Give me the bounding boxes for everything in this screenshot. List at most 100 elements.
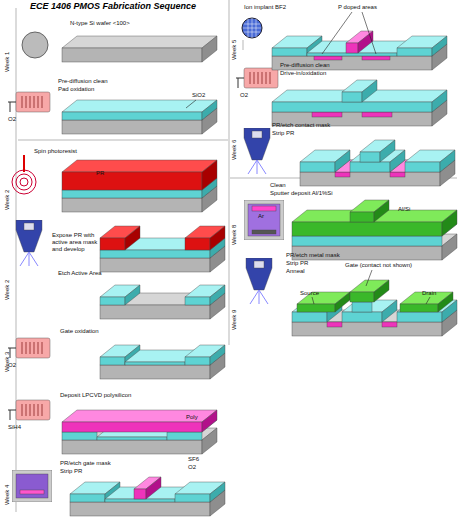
process-icon (236, 68, 278, 88)
step-label: Pre-diffusion clean (280, 62, 330, 69)
wafer-slab (442, 234, 457, 260)
process-icon (246, 258, 272, 304)
step-label: Gate (contact not shown) (345, 262, 412, 269)
wafer-slab (62, 100, 217, 134)
frame-line (229, 0, 230, 345)
step-label: Source (300, 290, 319, 297)
step-label: Anneal (286, 268, 305, 275)
step-label: Ion implant BF2 (244, 4, 286, 11)
step-label: Drive-in/oxidation (280, 70, 326, 77)
wafer-slab (327, 322, 342, 327)
leader-line (186, 12, 430, 304)
step-label: O2 (8, 116, 16, 123)
wafer-slab (292, 236, 442, 246)
wafer-slab (62, 440, 202, 454)
process-icon (256, 19, 257, 37)
wafer-slab (100, 226, 225, 272)
step-label: SiH4 (8, 424, 21, 431)
wafer-slab (362, 112, 392, 117)
step-label: Strip PR (286, 260, 308, 267)
wafer-slab (97, 437, 167, 440)
week-label: Week 8 (231, 225, 238, 245)
wafer-slab (100, 297, 125, 305)
wafer-slab (272, 102, 432, 112)
wafer-slab (62, 48, 202, 62)
wafer-slab (374, 280, 389, 302)
wafer-slab (400, 304, 438, 312)
step-label: N-type Si wafer <100> (70, 20, 130, 27)
wafer-slab (297, 304, 335, 312)
wafer-slab (405, 162, 440, 172)
wafer-slab (100, 365, 210, 379)
wafer-slab (397, 48, 432, 56)
leader-line (362, 12, 376, 54)
wafer-slab (362, 56, 390, 60)
wafer-slab (202, 100, 217, 120)
wafer-slab (300, 140, 455, 186)
step-label: Spin photoresist (34, 148, 77, 155)
wafer-slab (100, 345, 225, 379)
wafer-slab (358, 31, 373, 53)
wafer-slab (342, 312, 382, 322)
wafer-slab (62, 198, 202, 212)
wafer-slab (125, 362, 185, 365)
step-label: P doped areas (338, 4, 377, 11)
wafer-slab (307, 53, 397, 56)
wafer-slab (272, 31, 447, 70)
wafer-slab (292, 200, 457, 260)
wafer-slab (382, 322, 397, 327)
week-label: Week 9 (231, 310, 238, 330)
wafer-slab (167, 432, 202, 440)
wafer-slab (390, 150, 405, 172)
wafer-slab (272, 90, 447, 102)
step-label: Al/Si (398, 206, 410, 213)
leader-line (366, 270, 372, 286)
wafer-slab (62, 36, 217, 62)
wafer-slab (352, 302, 372, 312)
process-icon (243, 18, 261, 38)
step-label: SF6 (188, 456, 199, 463)
wafer-slab (202, 36, 217, 62)
wafer-slab (62, 432, 97, 440)
step-label: Ar (258, 213, 264, 220)
wafer-slab (62, 100, 217, 112)
wafer-slab (70, 477, 225, 516)
step-label: SiO2 (192, 92, 205, 99)
frame-line (18, 140, 228, 141)
wafer-slab (300, 162, 335, 172)
process-icon (12, 470, 52, 502)
wafer-slab (350, 212, 374, 222)
diagram-title: ECE 1406 PMOS Fabrication Sequence (30, 1, 196, 12)
wafer-slab (438, 292, 453, 312)
wafer-slab (62, 422, 202, 432)
step-label: Gate oxidation (60, 328, 99, 335)
wafer-slab (382, 300, 397, 322)
wafer-slab (62, 172, 202, 190)
step-label: Pad oxidation (58, 86, 94, 93)
wafer-slab (62, 160, 217, 172)
step-label: PR/etch gate mask (60, 460, 111, 467)
process-icon (16, 220, 42, 266)
wafer-slab (397, 312, 442, 322)
wafer-slab (335, 292, 350, 312)
wafer-slab (62, 36, 217, 48)
wafer-slab (202, 410, 217, 432)
wafer-slab (292, 222, 442, 236)
leader-line (322, 12, 352, 54)
wafer-slab (210, 482, 225, 502)
process-icon (242, 18, 262, 38)
process-icon (8, 92, 50, 112)
wafer-slab (346, 43, 358, 53)
process-icon (16, 174, 32, 190)
wafer-slab (62, 190, 202, 198)
process-icon (244, 128, 270, 174)
wafer-slab (360, 152, 380, 162)
wafer-slab (335, 150, 350, 172)
process-icon (8, 18, 284, 502)
frame-line (16, 8, 17, 512)
wafer-slab (125, 226, 140, 250)
frame-line (16, 0, 457, 512)
wafer-slab (62, 120, 202, 134)
wafer-slab (62, 410, 217, 454)
